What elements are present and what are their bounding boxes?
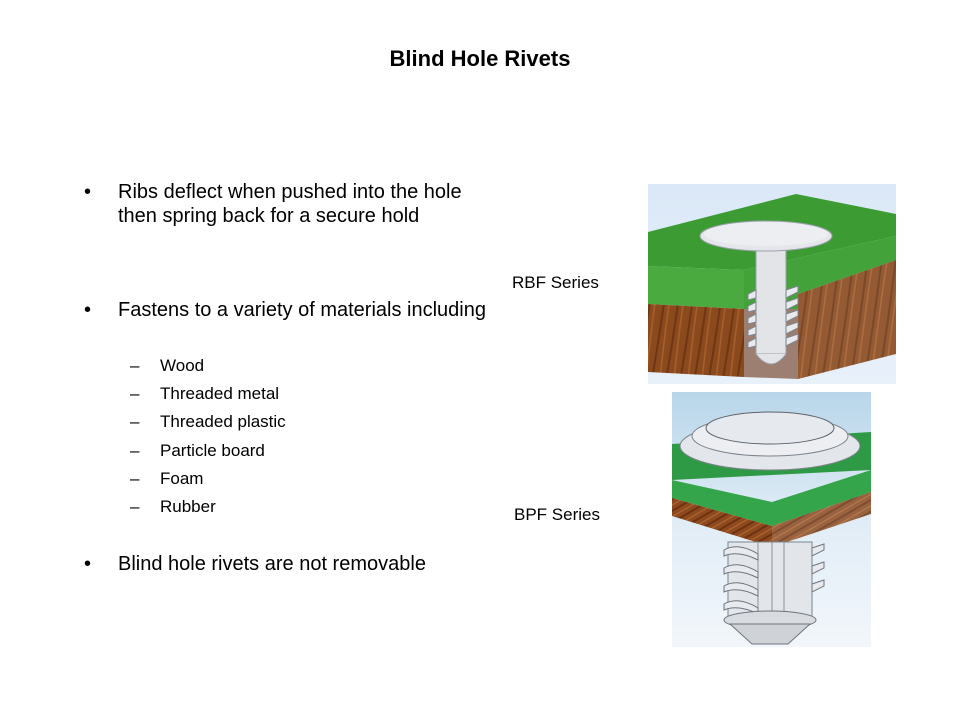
sub-bullet-text: Threaded metal <box>160 384 280 404</box>
sub-bullet-text: Rubber <box>160 497 216 517</box>
bullet-text: Fastens to a variety of materials includ… <box>118 299 486 321</box>
rivet-ribs <box>723 543 825 615</box>
bullet-marker: • <box>84 553 92 575</box>
sub-bullet-item: –Foam <box>130 465 470 493</box>
sub-bullet-marker: – <box>130 356 140 375</box>
sub-bullet-marker: – <box>130 440 140 460</box>
sub-bullet-text: Foam <box>160 468 204 488</box>
bullet-marker: • <box>84 299 92 321</box>
rbf-rivet-image <box>648 184 896 384</box>
sub-bullet-item: –Threaded metal <box>130 380 470 408</box>
wood-layer-front <box>672 498 772 547</box>
rivet-tip <box>728 623 812 645</box>
slide-title: Blind Hole Rivets <box>389 46 571 71</box>
wood-front <box>648 304 744 377</box>
wood-layer-side <box>772 492 871 547</box>
sub-bullet-text: Wood <box>160 356 205 375</box>
bpf-rivet-image <box>672 392 871 647</box>
panel-front-face <box>648 266 744 309</box>
sub-bullet-marker: – <box>130 412 140 432</box>
rivet-shaft <box>755 233 787 355</box>
sub-bullet-item: –Threaded plastic <box>130 408 470 436</box>
panel-edge <box>672 470 871 526</box>
wood-side <box>798 260 896 379</box>
bullet-list: • Ribs deflect when pushed into the hole… <box>84 180 486 575</box>
bullet-item: • Ribs deflect when pushed into the hole… <box>84 180 484 228</box>
sub-bullet-text: Threaded plastic <box>160 412 286 432</box>
bpf-rivet-illustration <box>672 411 871 645</box>
bullet-item: • Fastens to a variety of materials incl… <box>84 298 518 322</box>
sub-bullet-marker: – <box>130 468 140 488</box>
sub-bullet-item: –Particle board <box>130 437 470 465</box>
rbf-caption: RBF Series <box>512 273 599 292</box>
bullet-item: • Blind hole rivets are not removable <box>84 552 518 576</box>
sub-bullet-marker: – <box>130 384 140 404</box>
sub-bullet-marker: – <box>130 497 140 517</box>
rivet-ribs <box>747 285 799 349</box>
bullet-text: Blind hole rivets are not removable <box>118 553 426 575</box>
rbf-rivet-illustration <box>648 194 896 379</box>
bullet-text: Ribs deflect when pushed into the hole t… <box>118 181 462 227</box>
bullet-marker: • <box>84 181 92 203</box>
sub-bullet-list: –Wood –Threaded metal –Threaded plastic … <box>130 352 470 521</box>
sub-bullet-item: –Rubber <box>130 493 470 521</box>
sub-bullet-item: – Wood <box>130 352 470 380</box>
sub-bullet-text: Particle board <box>160 440 265 460</box>
bpf-caption: BPF Series <box>514 505 600 524</box>
